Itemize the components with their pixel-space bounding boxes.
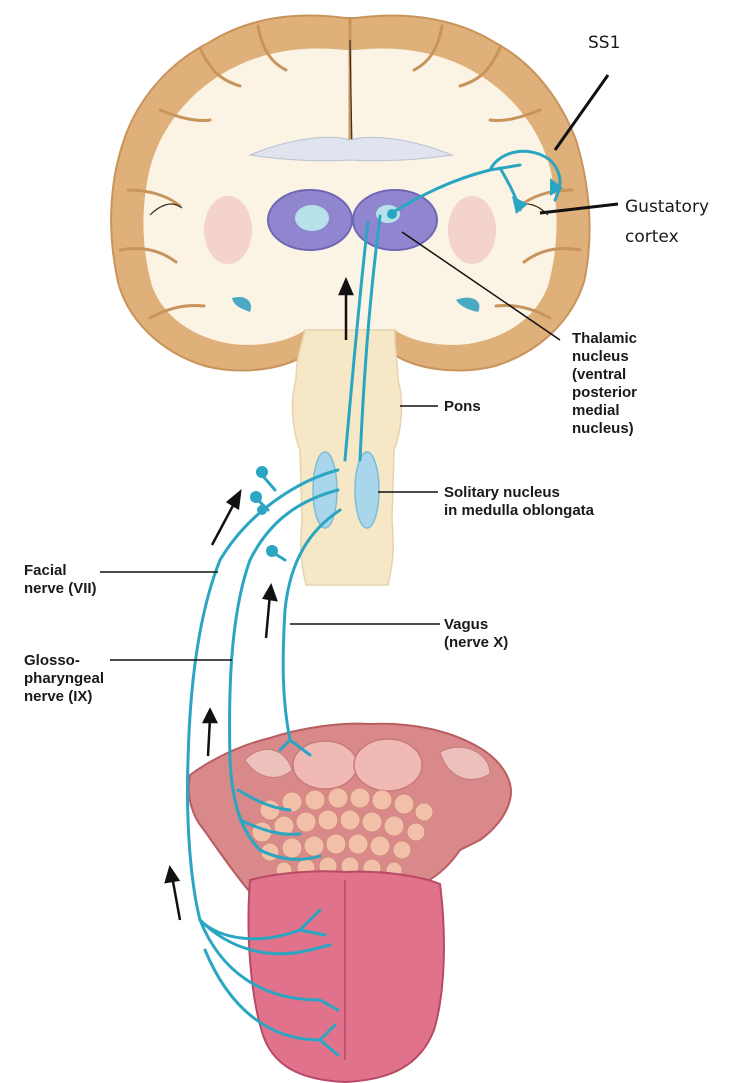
facial-nerve-label: Facial nerve (VII): [24, 562, 97, 598]
solitary-nucleus: [355, 452, 379, 528]
tongue-body: [249, 871, 444, 1082]
thalamic-nucleus-label: Thalamic nucleus (ventral posterior medi…: [572, 330, 637, 438]
epiglottis-fold-right: [354, 739, 422, 791]
arrow-up-icon: [166, 868, 180, 920]
arrow-up-icon: [264, 586, 276, 638]
basal-ganglia-right: [448, 196, 496, 264]
brainstem: [293, 330, 402, 585]
solitary-nucleus-label: Solitary nucleus in medulla oblongata: [444, 484, 594, 520]
arrow-up-icon: [204, 710, 216, 756]
pons-label: Pons: [444, 398, 481, 416]
vagus-nerve-label: Vagus (nerve X): [444, 616, 508, 652]
tongue: [189, 724, 511, 1082]
gustatory-cortex-label: Gustatory cortex: [625, 192, 709, 252]
ss1-label: SS1: [588, 28, 620, 58]
glossopharyngeal-nerve-label: Glosso- pharyngeal nerve (IX): [24, 652, 104, 706]
thalamic-nucleus-left: [295, 205, 329, 231]
basal-ganglia-left: [204, 196, 252, 264]
